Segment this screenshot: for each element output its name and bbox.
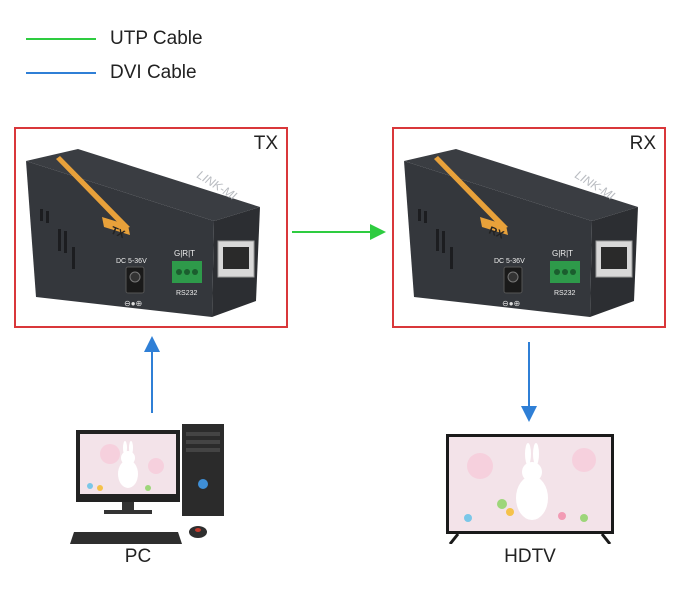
rx-badge: RX	[487, 225, 506, 242]
legend-utp: UTP Cable	[26, 28, 203, 49]
legend-utp-label: UTP Cable	[110, 28, 203, 49]
tx-badge: TX	[109, 225, 127, 242]
legend-dvi-line	[26, 72, 96, 74]
tx-power-label: DC 5-36V	[116, 258, 147, 265]
tx-label: TX	[253, 133, 278, 154]
rx-rs232-pins: G|R|T	[552, 249, 573, 258]
rx-frame: RX RX LINK-MI DC 5-36V ⊖●⊕ G|R|T RS232	[392, 127, 666, 328]
legend-dvi-label: DVI Cable	[110, 62, 197, 83]
legend-dvi: DVI Cable	[26, 62, 197, 83]
tx-rs232-label: RS232	[176, 290, 198, 297]
pc-image	[70, 424, 224, 544]
rx-device-image: RX LINK-MI DC 5-36V ⊖●⊕ G|R|T RS232	[404, 149, 638, 317]
tx-device-image: TX LINK-MI DC 5-36V ⊖●⊕ G|R|T RS232	[26, 149, 260, 317]
hdtv-image	[446, 434, 614, 544]
tx-rs232-pins: G|R|T	[174, 249, 195, 258]
rx-label: RX	[629, 133, 656, 154]
svg-text:⊖●⊕: ⊖●⊕	[124, 299, 142, 308]
legend-utp-line	[26, 38, 96, 40]
hdtv-label: HDTV	[504, 546, 556, 567]
svg-text:⊖●⊕: ⊖●⊕	[502, 299, 520, 308]
tx-frame: TX TX LINK-MI DC 5-36V ⊖●⊕ G|R|T RS232	[14, 127, 288, 328]
rx-rs232-label: RS232	[554, 290, 576, 297]
dvi-arrow-pc-to-tx	[144, 336, 160, 413]
rx-power-label: DC 5-36V	[494, 258, 525, 265]
dvi-arrow-rx-to-hdtv	[521, 342, 537, 422]
pc-label: PC	[124, 546, 152, 567]
utp-arrow	[292, 224, 386, 240]
